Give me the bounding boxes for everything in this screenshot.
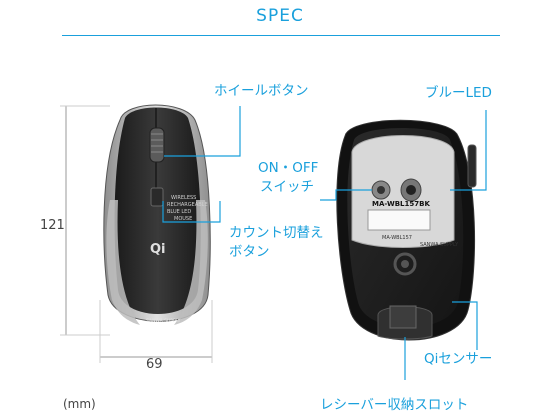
label-receiver-slot: レシーバー収納スロット (320, 397, 469, 413)
mouse-top-view (103, 104, 211, 325)
label-wheel-button: ホイールボタン (214, 83, 309, 99)
top-print-line-2: RECHARGEABLE (167, 202, 208, 208)
label-switch: スイッチ (260, 179, 314, 195)
callout-lines (162, 106, 487, 380)
height-dimension-line (60, 105, 110, 336)
page-title: SPEC (256, 6, 304, 26)
label-blue-led: ブルーLED (425, 85, 492, 101)
model-sub-label: MA-WBL157 (382, 235, 412, 241)
model-label: MA-WBL157BK (372, 200, 430, 208)
brand-mark-bottom: SANWA SUPPLY (420, 242, 459, 248)
label-on-off: ON・OFF (258, 160, 319, 176)
height-dimension-value: 121 (40, 218, 65, 233)
width-dimension-line (99, 300, 213, 363)
top-print-line-3: BLUE LED (167, 209, 191, 215)
title-underline (62, 35, 500, 36)
label-count-button: ボタン (229, 244, 270, 260)
top-print-line-4: MOUSE (174, 216, 192, 222)
qi-logo: Qi (150, 242, 166, 257)
width-dimension-value: 69 (146, 357, 163, 372)
mouse-bottom-view (336, 119, 477, 341)
unit-label: (mm) (63, 397, 96, 411)
label-qi-sensor: Qiセンサー (424, 351, 493, 367)
top-print-line-1: WIRELESS (171, 195, 196, 201)
label-count-switch: カウント切替え (229, 225, 324, 241)
brand-mark-top: SANWA SUPPLY (146, 318, 181, 324)
